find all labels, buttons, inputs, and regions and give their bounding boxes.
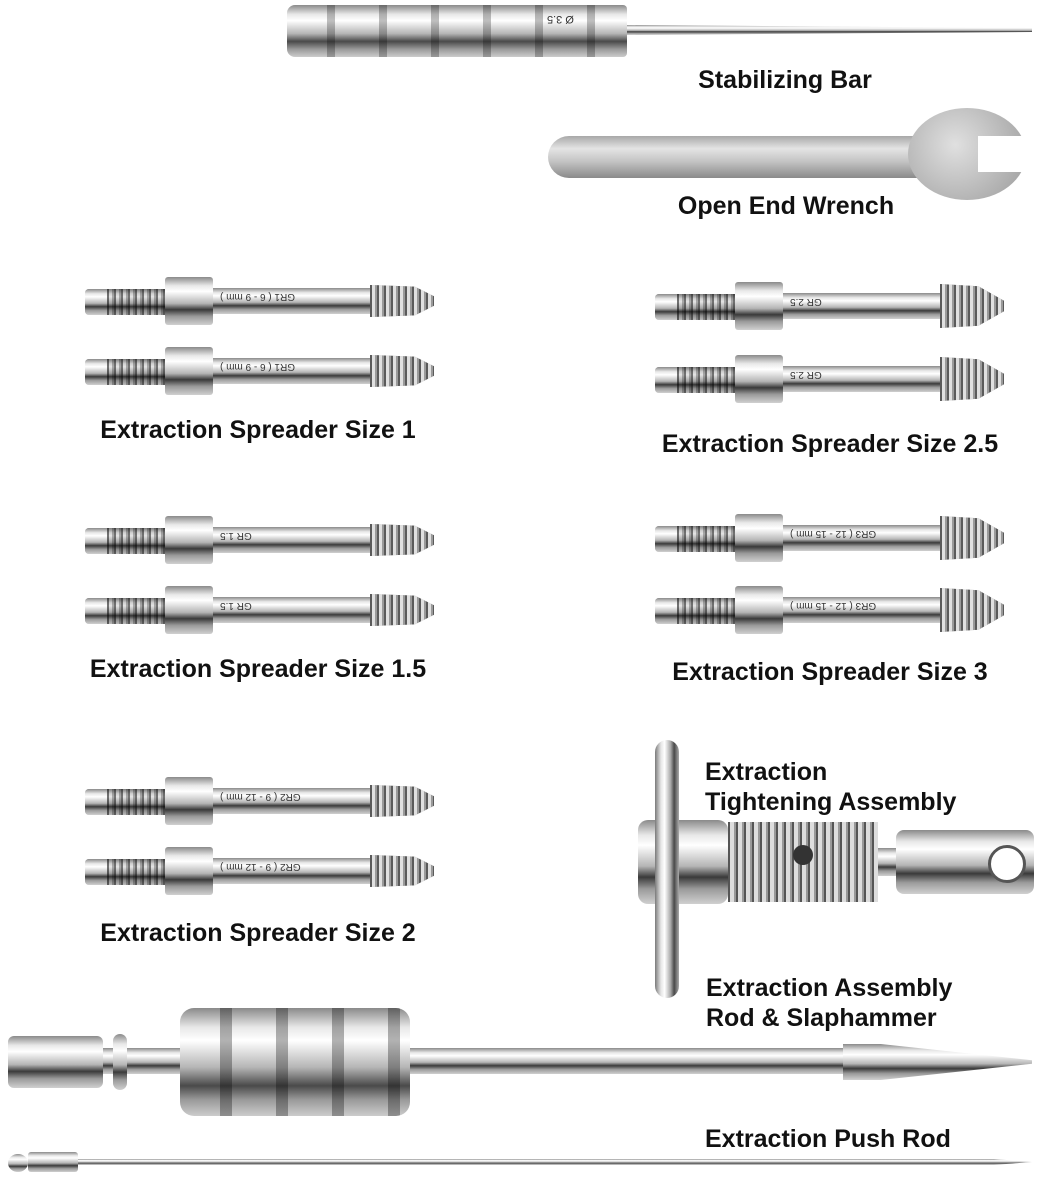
extraction-tightening-assembly xyxy=(638,740,1036,998)
label-spreader-size-2: Extraction Spreader Size 2 xyxy=(100,919,416,947)
engraving: GR 2.5 xyxy=(790,296,822,307)
engraving: GR3 ( 12 - 15 mm ) xyxy=(790,600,877,611)
extraction-spreader-size-1-5: GR 1.5 xyxy=(85,586,435,634)
label-line: Tightening Assembly xyxy=(705,788,957,816)
extraction-spreader-size-3: GR3 ( 12 - 15 mm ) xyxy=(655,514,1005,562)
stabilizing-bar: Ø 3.5 xyxy=(287,5,1032,57)
label-spreader-size-3: Extraction Spreader Size 3 xyxy=(672,658,988,686)
extraction-spreader-size-2-5: GR 2.5 xyxy=(655,355,1005,403)
label-line: Extraction xyxy=(705,758,828,786)
label-slaphammer: Extraction Assembly Rod & Slaphammer xyxy=(706,973,952,1033)
engraving: GR1 ( 6 - 9 mm ) xyxy=(220,291,296,302)
extraction-spreader-size-2-5: GR 2.5 xyxy=(655,282,1005,330)
engraving: GR3 ( 12 - 15 mm ) xyxy=(790,528,877,539)
label-tightening-assembly: Extraction Tightening Assembly xyxy=(705,757,956,817)
extraction-rod-slaphammer xyxy=(8,1008,1032,1118)
extraction-spreader-size-2: GR2 ( 9 - 12 mm ) xyxy=(85,847,435,895)
engraving: GR1 ( 6 - 9 mm ) xyxy=(220,361,296,372)
open-end-wrench xyxy=(548,108,1038,200)
label-open-end-wrench: Open End Wrench xyxy=(677,192,895,220)
engraving: GR 2.5 xyxy=(790,369,822,380)
label-push-rod: Extraction Push Rod xyxy=(705,1125,951,1153)
extraction-spreader-size-3: GR3 ( 12 - 15 mm ) xyxy=(655,586,1005,634)
label-line: Rod & Slaphammer xyxy=(706,1004,937,1032)
extraction-spreader-size-2: GR2 ( 9 - 12 mm ) xyxy=(85,777,435,825)
engraving: GR 1.5 xyxy=(220,600,252,611)
label-spreader-size-1-5: Extraction Spreader Size 1.5 xyxy=(89,655,427,683)
label-spreader-size-1: Extraction Spreader Size 1 xyxy=(100,416,416,444)
extraction-spreader-size-1: GR1 ( 6 - 9 mm ) xyxy=(85,347,435,395)
extraction-spreader-size-1: GR1 ( 6 - 9 mm ) xyxy=(85,277,435,325)
engraving: GR 1.5 xyxy=(220,530,252,541)
engraving: GR2 ( 9 - 12 mm ) xyxy=(220,861,301,872)
extraction-push-rod xyxy=(8,1150,1032,1174)
size-engraving: Ø 3.5 xyxy=(547,13,574,25)
engraving: GR2 ( 9 - 12 mm ) xyxy=(220,791,301,802)
extraction-spreader-size-1-5: GR 1.5 xyxy=(85,516,435,564)
label-stabilizing-bar: Stabilizing Bar xyxy=(698,66,872,94)
label-line: Extraction Assembly xyxy=(706,974,953,1002)
label-spreader-size-2-5: Extraction Spreader Size 2.5 xyxy=(661,430,999,458)
